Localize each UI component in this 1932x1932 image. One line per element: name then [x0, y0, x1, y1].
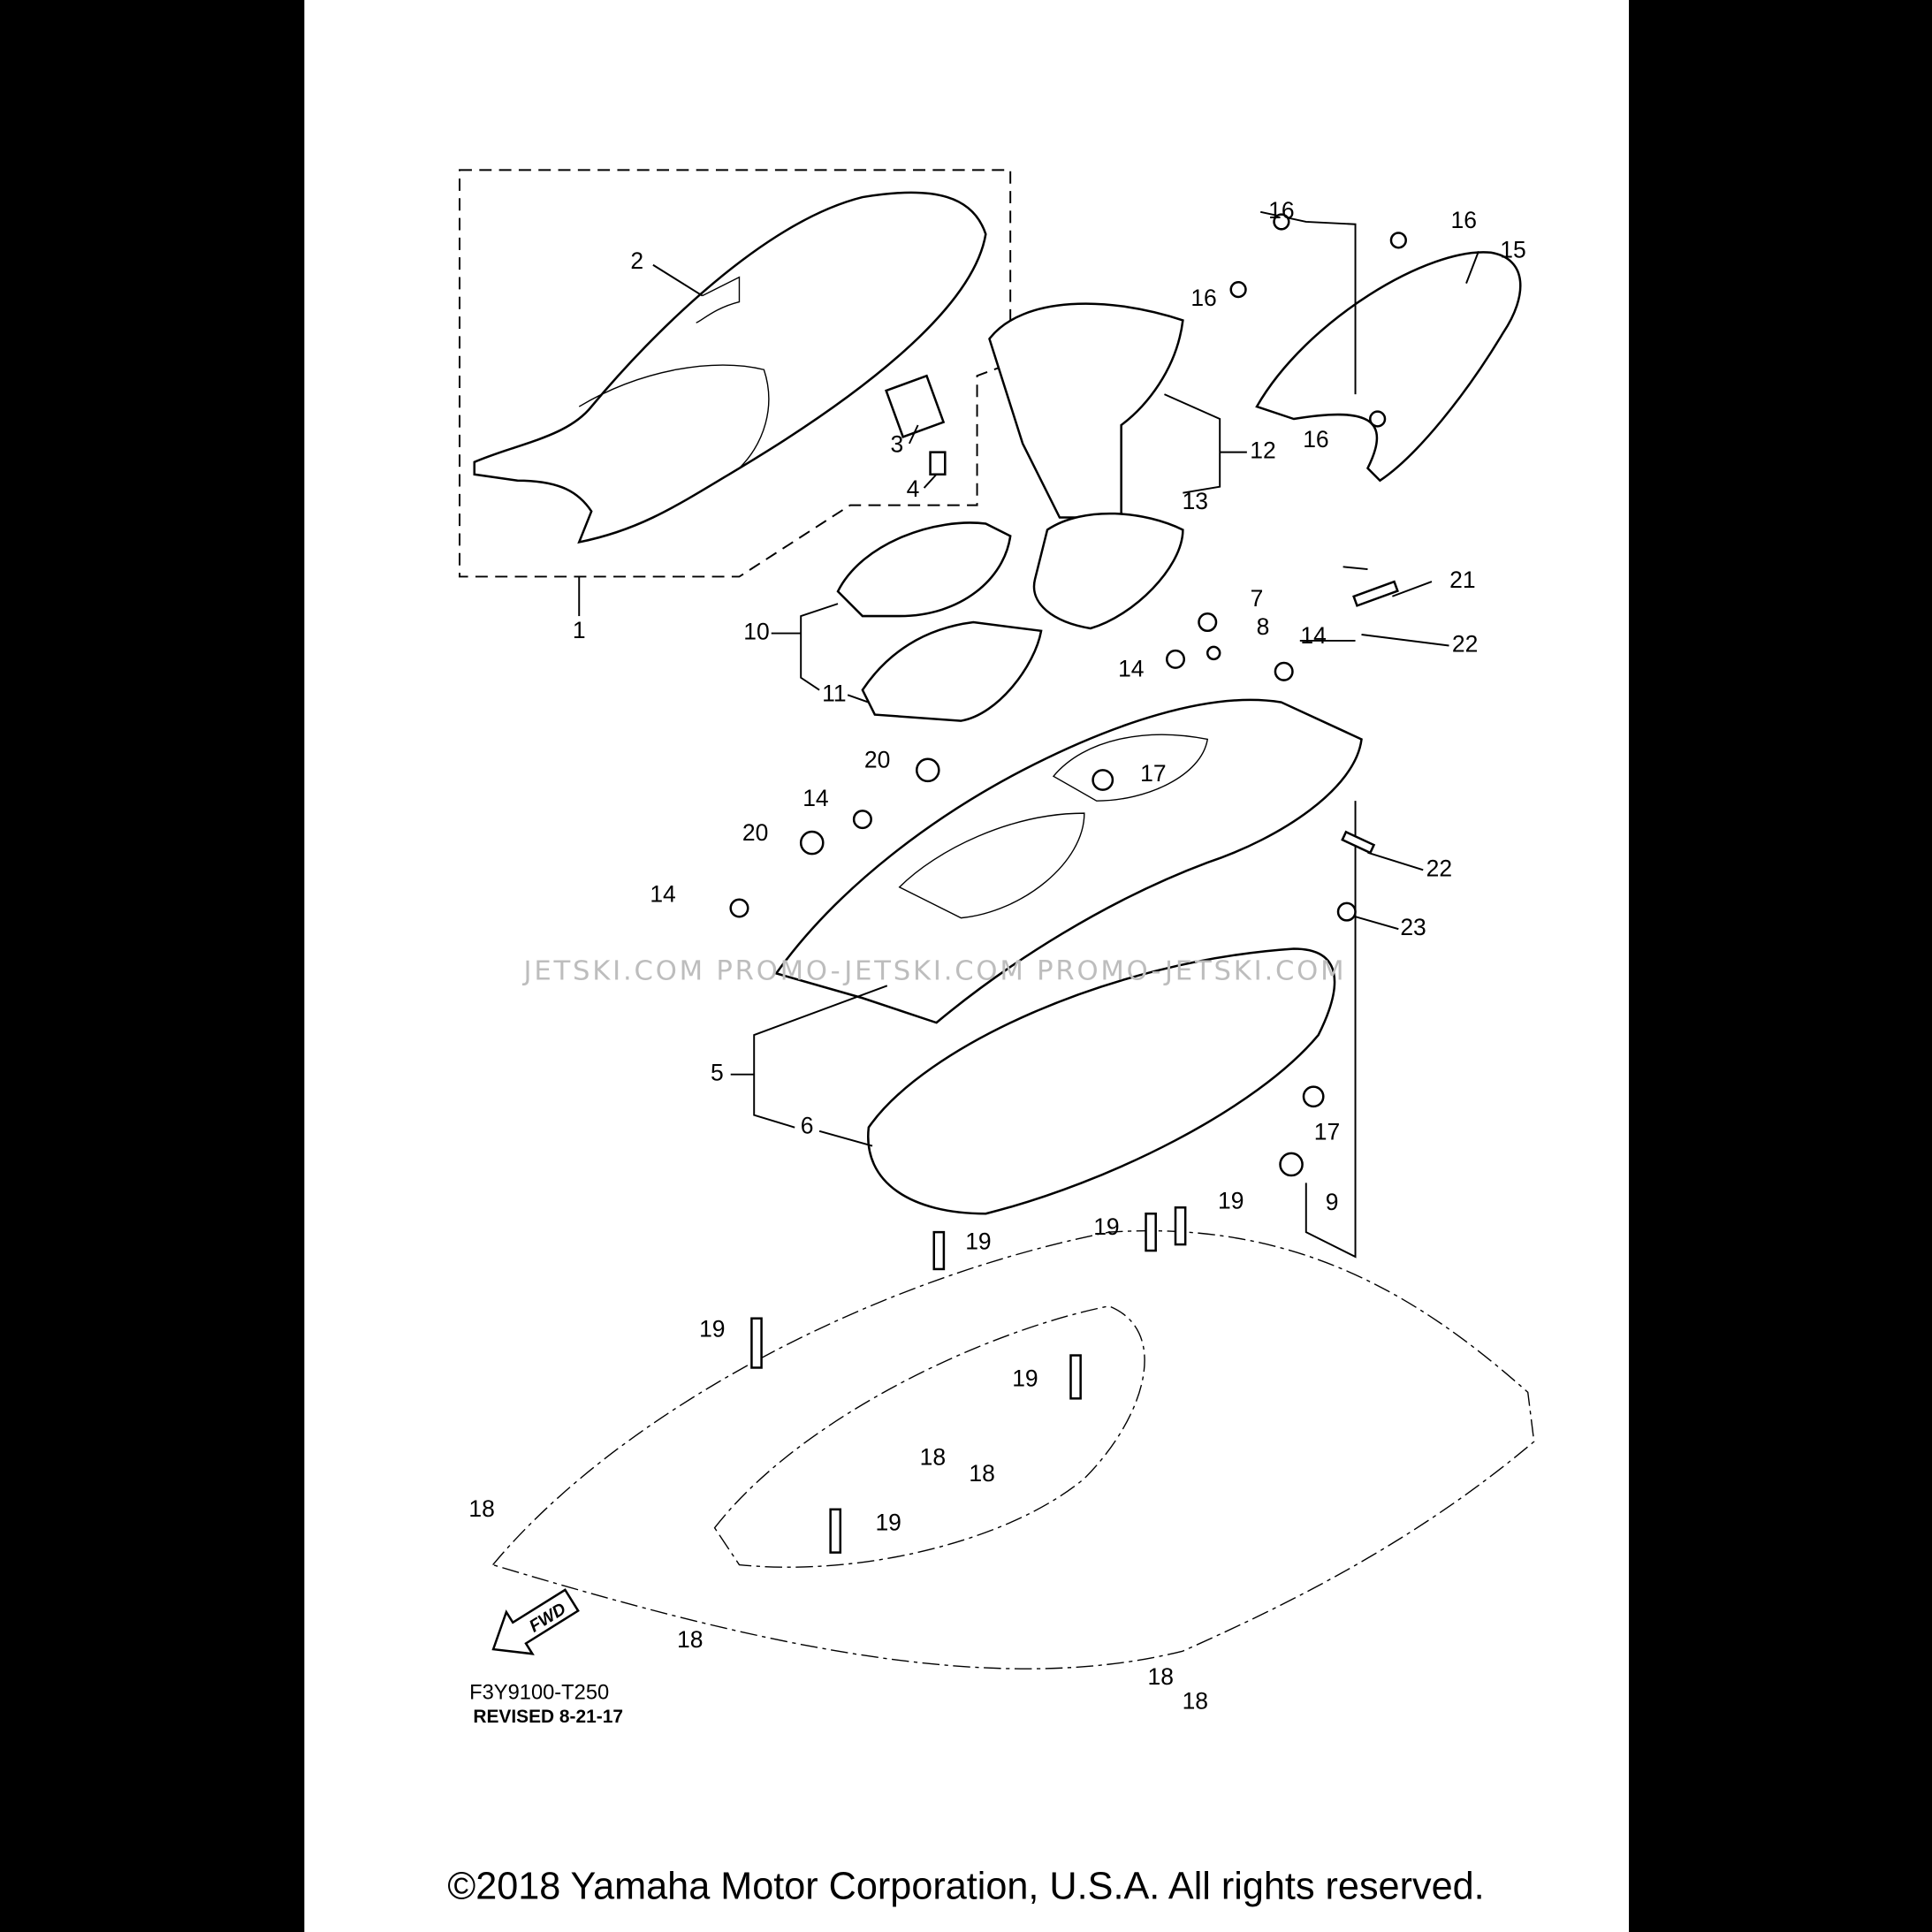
callout-11: 11 [822, 680, 846, 706]
forward-arrow-icon: FWD [491, 1588, 580, 1655]
hull-deck-line [713, 1305, 1145, 1568]
callout-8: 8 [1257, 613, 1270, 640]
callout-18: 18 [920, 1444, 946, 1471]
seat-assembly-boundary [459, 169, 1012, 578]
callout-19: 19 [965, 1228, 991, 1255]
callout-21: 21 [1449, 567, 1475, 593]
figure-code: F3Y9100-T250 [469, 1682, 609, 1705]
callout-9: 9 [1326, 1189, 1339, 1215]
bolt [929, 451, 947, 475]
callout-6: 6 [801, 1113, 814, 1139]
fasteners [729, 213, 1407, 1554]
callout-15: 15 [1500, 236, 1525, 262]
seat-strap [696, 276, 741, 323]
callout-1: 1 [573, 617, 586, 643]
callout-19: 19 [875, 1510, 901, 1536]
callout-10: 10 [743, 619, 769, 645]
callout-22: 22 [1452, 631, 1478, 658]
callout-18: 18 [468, 1495, 494, 1522]
callout-14: 14 [650, 881, 675, 908]
callout-20: 20 [742, 819, 768, 846]
callout-16: 16 [1451, 207, 1477, 233]
callout-18: 18 [1148, 1663, 1174, 1690]
callout-18: 18 [969, 1460, 994, 1487]
callout-12: 12 [1250, 437, 1275, 464]
callout-22: 22 [1426, 855, 1452, 881]
callout-labels: 1 2 3 4 5 6 7 8 9 10 11 12 13 14 14 14 1… [468, 197, 1525, 1715]
callout-14: 14 [802, 785, 828, 811]
callout-18: 18 [677, 1626, 703, 1653]
callout-3: 3 [891, 431, 904, 458]
callout-20: 20 [864, 747, 890, 773]
watermark: JETSKI.COM PROMO-JETSKI.COM PROMO-JETSKI… [522, 955, 1347, 986]
callout-2: 2 [630, 247, 643, 274]
frame-opening [1052, 734, 1209, 802]
callout-23: 23 [1400, 914, 1426, 940]
callout-5: 5 [711, 1060, 724, 1086]
seat [473, 191, 987, 544]
callout-17: 17 [1140, 760, 1166, 787]
callout-16: 16 [1303, 426, 1328, 453]
callout-16: 16 [1268, 197, 1294, 224]
gasket-6 [867, 947, 1336, 1215]
frame-opening [898, 812, 1085, 919]
hull-outline [491, 1229, 1535, 1670]
seat-bracket [885, 374, 946, 438]
callout-19: 19 [1093, 1213, 1119, 1240]
callout-17: 17 [1314, 1119, 1340, 1145]
revision-date: REVISED 8-21-17 [473, 1707, 623, 1727]
copyright-notice: ©2018 Yamaha Motor Corporation, U.S.A. A… [447, 1865, 1484, 1907]
callout-4: 4 [907, 475, 920, 502]
callout-16: 16 [1190, 285, 1216, 311]
storage-box [988, 302, 1184, 519]
callout-19: 19 [1218, 1188, 1244, 1214]
callout-14: 14 [1300, 622, 1326, 649]
gasket-13 [1032, 512, 1184, 630]
callout-14: 14 [1118, 655, 1144, 681]
callout-19: 19 [1012, 1365, 1038, 1391]
handle-15 [1255, 251, 1522, 483]
callout-18: 18 [1183, 1688, 1208, 1715]
hood-frame [774, 698, 1363, 1024]
seat-seam [578, 364, 770, 469]
callout-19: 19 [699, 1316, 725, 1343]
callout-13: 13 [1183, 488, 1208, 514]
gasket-11 [861, 620, 1043, 722]
callout-7: 7 [1251, 585, 1264, 612]
cover-10 [836, 521, 1012, 618]
